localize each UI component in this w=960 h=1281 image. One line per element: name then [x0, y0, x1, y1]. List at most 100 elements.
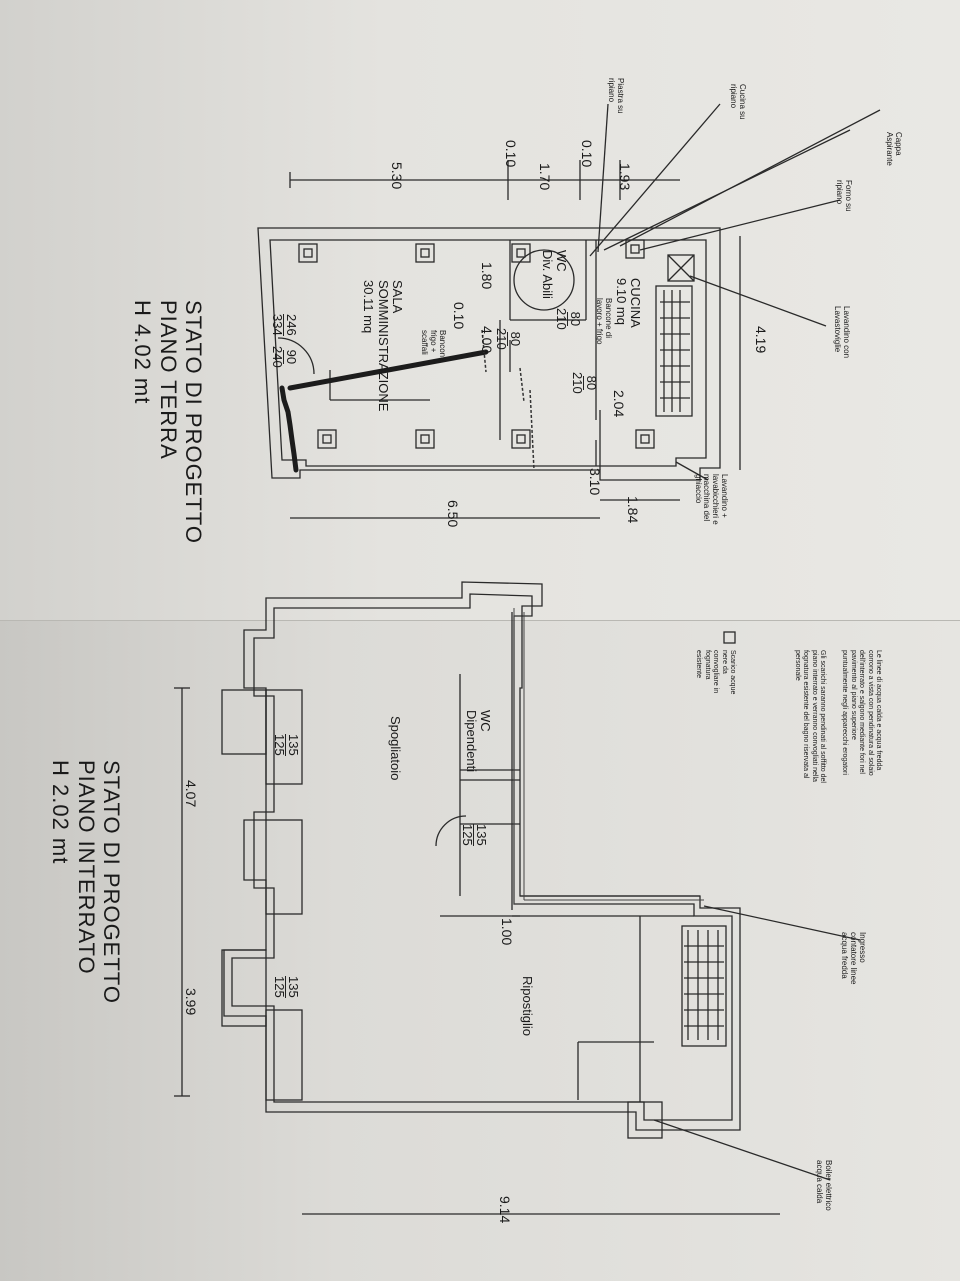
dim-label: 3.99 — [183, 988, 199, 1016]
dim-label: 1.93 — [617, 163, 633, 191]
dim-label: 4.19 — [753, 326, 769, 354]
opening-height: 210 — [553, 308, 569, 330]
basement-stair — [681, 925, 727, 1047]
label-line: acqua fredda — [840, 932, 850, 979]
note-line: corrono a vista con pendinatura al solai… — [866, 650, 874, 776]
callout-oven: Forno su ripiano — [834, 180, 853, 212]
label-line: scaffali — [420, 330, 430, 355]
room-area: 30.11 mq — [361, 280, 377, 334]
legend-black-water: Scarico acque nere da convogliare in fog… — [694, 650, 736, 694]
title-line: STATO DI PROGETTO — [99, 760, 124, 1004]
callout-cooktop: Cucina su ripiano — [728, 84, 747, 120]
legend-line: nere da — [720, 650, 728, 674]
callout-glasswasher: Lavandino + lavabicchieri e macchina del… — [693, 474, 729, 525]
opening-width: 80 — [567, 311, 583, 327]
label-line: Cucina su — [738, 84, 747, 120]
label-line: Lavandino con — [842, 306, 851, 359]
note-water-lines: Le linee di acqua calda e acqua fredda c… — [840, 650, 882, 776]
dim-label: 1.84 — [625, 496, 641, 524]
room-kitchen: CUCINA 9.10 mq — [613, 278, 643, 328]
label-line: frigo + — [429, 330, 439, 353]
opening-width: 80 — [507, 331, 523, 347]
label-line: ripiano — [835, 180, 845, 205]
label-line: Piastra su — [616, 78, 625, 114]
note-drains: Gli scarichi saranno pendinati al soffit… — [792, 650, 826, 783]
dim-label: 5.30 — [389, 162, 405, 190]
dim-label: 0.10 — [579, 140, 595, 168]
room-dining-hall: SALA SOMMINISTRAZIONE 30.11 mq — [361, 280, 405, 411]
note-line: piano interrato e verranno convogliati n… — [810, 650, 818, 782]
sheet-lower — [0, 620, 960, 1281]
dim-label: 1.70 — [537, 163, 553, 191]
bar-counter-label: Bancone frigo + scaffali — [420, 330, 447, 362]
opening-height: 334 — [269, 314, 285, 336]
opening-width: 135 — [285, 976, 301, 998]
marker-stroke — [279, 349, 489, 473]
opening-width: 80 — [583, 375, 599, 391]
label-line: Ingresso — [858, 932, 867, 963]
dim-label: 0.10 — [503, 140, 519, 168]
callout-hood: Cappa Aspirante — [884, 132, 903, 166]
note-line: puntualmente negli apparecchi erogatori — [841, 650, 849, 775]
dim-label: 4.00 — [479, 326, 495, 354]
opening-width: 135 — [285, 734, 301, 756]
label-line: Bancone di — [604, 298, 613, 339]
ground-floor-title: STATO DI PROGETTO PIANO TERRA H 4.02 mt — [130, 300, 206, 544]
label-line: Cappa — [894, 132, 903, 156]
label-line: Aspirante — [885, 132, 895, 166]
note-line: Gli scarichi saranno pendinati al soffit… — [819, 650, 826, 783]
callout-boiler: Boiler elettrico acqua calda — [814, 1160, 833, 1211]
basement-title: STATO DI PROGETTO PIANO INTERRATO H 2.02… — [48, 760, 124, 1004]
dim-label: 3.10 — [587, 468, 603, 496]
ground-floor-stair — [655, 285, 693, 417]
wc-turning-circle — [513, 249, 575, 311]
note-line: Le linee di acqua calda e acqua fredda — [875, 650, 882, 771]
dim-label: 2.04 — [611, 390, 627, 418]
basement-inner-wall — [231, 593, 733, 1121]
dim-label: 1.00 — [499, 918, 515, 946]
opening-height: 125 — [459, 824, 475, 846]
legend-line: convogliare in — [712, 650, 720, 694]
label-line: Lavandino + — [720, 474, 729, 518]
label-line: ghiaccio — [693, 474, 703, 504]
callout-sink-dishwasher: Lavandino con Lavastoviglie — [832, 306, 851, 359]
sheet-upper — [0, 0, 960, 625]
opening-height: 210 — [569, 372, 585, 394]
title-line: H 2.02 mt — [48, 760, 74, 865]
title-line: STATO DI PROGETTO — [181, 300, 206, 544]
label-line: macchina del — [702, 474, 712, 522]
room-subtitle: Div. Abili — [539, 250, 555, 299]
room-wc: WC Div. Abili — [539, 250, 569, 299]
basement-outer-wall — [223, 581, 741, 1131]
opening-width: 90 — [283, 349, 299, 365]
room-storage: Ripostiglio — [520, 976, 535, 1036]
legend-line: esistente — [695, 650, 703, 679]
legend-line: fognatura — [703, 650, 711, 680]
title-line: PIANO INTERRATO — [73, 760, 99, 975]
room-changing: Spogliatoio — [388, 716, 403, 781]
title-line: PIANO TERRA — [155, 300, 181, 460]
callout-hotplate: Piastra su ripiano — [606, 78, 625, 114]
dim-label: 6.50 — [445, 500, 461, 528]
label-line: ripiano — [729, 84, 739, 109]
label-line: contatore linee — [849, 932, 859, 985]
note-line: fognatura esistente del bagno riservata … — [802, 650, 810, 779]
note-line: personale — [793, 650, 801, 681]
room-name: WC — [478, 710, 493, 732]
work-counter-label: Bancone di lavoro + frigo — [594, 298, 613, 344]
room-name: CUCINA — [628, 278, 643, 328]
room-name: SALA — [390, 280, 405, 314]
title-line: H 4.02 mt — [130, 300, 156, 405]
note-line: pavimento al piano superiore — [849, 650, 857, 740]
opening-width: 246 — [283, 314, 299, 336]
ground-floor-inner-wall — [269, 239, 707, 467]
dim-label: 0.10 — [451, 302, 467, 330]
opening-height: 240 — [269, 346, 285, 368]
label-line: ripiano — [607, 78, 617, 103]
